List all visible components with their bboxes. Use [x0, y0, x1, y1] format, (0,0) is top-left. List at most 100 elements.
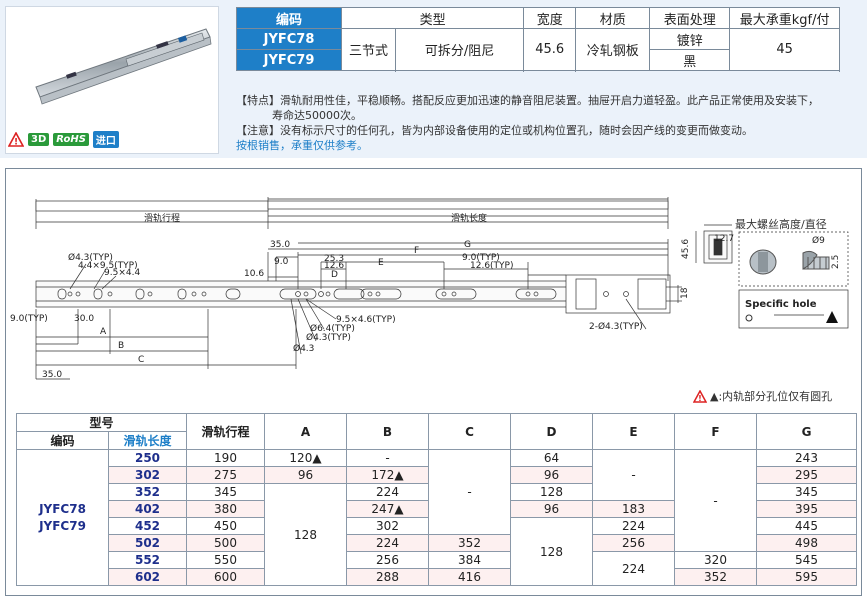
code-jyfc79: JYFC79	[39, 518, 86, 533]
triangle-icon	[826, 311, 838, 323]
cell-C-dash: -	[428, 449, 511, 535]
dim-9-0-typ-l: 9.0(TYP)	[10, 314, 48, 324]
row-travel: 380	[186, 500, 265, 518]
row-G: 395	[756, 500, 857, 518]
dim-12-6: 12.6	[324, 261, 344, 271]
circle-icon	[745, 314, 753, 322]
hole-4-3-typ-b: Ø4.3(TYP)	[306, 332, 351, 343]
spec-width: 45.6	[523, 28, 577, 71]
dim-45-6: 45.6	[681, 239, 691, 259]
row-F: 320	[674, 551, 757, 569]
row-E: 256	[592, 534, 675, 552]
spec-load: 45	[729, 28, 840, 71]
spec-finish-zinc: 镀锌	[649, 28, 731, 50]
row-D: 64	[510, 449, 593, 467]
th-F: F	[674, 413, 757, 450]
row-B: -	[346, 449, 429, 467]
row-B: 224	[346, 483, 429, 501]
row-G: 295	[756, 466, 857, 484]
dim-D: D	[331, 270, 338, 280]
dim-E: E	[378, 258, 384, 268]
row-len: 250	[108, 449, 187, 467]
row-len: 452	[108, 517, 187, 535]
row-len: 502	[108, 534, 187, 552]
dim-12-7: 12.7	[714, 234, 734, 244]
row-B: 172▲	[346, 466, 429, 484]
hole-2-4-3: 2-Ø4.3(TYP)	[589, 321, 643, 332]
dim-9-0-typ-r: 9.0(TYP)	[462, 253, 500, 263]
spec-code-2: JYFC79	[236, 49, 342, 71]
dim-25-3: 25.3	[324, 254, 344, 264]
th-travel: 滑轨行程	[186, 413, 265, 450]
row-len: 302	[108, 466, 187, 484]
row-C: 416	[428, 568, 511, 586]
row-G: 243	[756, 449, 857, 467]
dim-12-6-typ-r: 12.6(TYP)	[470, 261, 513, 271]
th-B: B	[346, 413, 429, 450]
row-G: 445	[756, 517, 857, 535]
warning-icon-2: !	[693, 389, 707, 403]
row-B: 247▲	[346, 500, 429, 518]
dim-2-5: 2.5	[831, 255, 841, 269]
row-travel: 190	[186, 449, 265, 467]
svg-text:!: !	[14, 138, 18, 148]
warning-text: ▲:内轨部分孔位仅有圆孔	[710, 390, 833, 403]
badge-3d: 3D	[28, 133, 50, 146]
hole-9-5x4-4: 9.5×4.4	[104, 268, 140, 278]
hole-4-3-typ: Ø4.3(TYP)	[68, 252, 113, 263]
note-caution: 【注意】没有标示尺寸的任何孔，皆为内部设备使用的定位或机构位置孔，随时会因产线的…	[236, 124, 753, 137]
row-D: 128	[510, 483, 593, 501]
row-G: 545	[756, 551, 857, 569]
row-D: 96	[510, 466, 593, 484]
hole-9-5x4-6: 9.5×4.6(TYP)	[336, 315, 396, 325]
cell-E-dash: -	[592, 449, 675, 501]
hole-6-4: Ø6.4(TYP)	[310, 323, 355, 334]
code-jyfc78: JYFC78	[39, 501, 86, 516]
badge-import: 进口	[92, 131, 119, 148]
warning-note: ! ▲:内轨部分孔位仅有圆孔	[693, 388, 832, 404]
label-length: 滑轨长度	[451, 212, 487, 224]
product-photo	[5, 6, 219, 154]
row-B: 288	[346, 568, 429, 586]
row-travel: 275	[186, 466, 265, 484]
spec-header-type: 类型	[340, 7, 525, 29]
technical-drawing: 滑轨行程 滑轨长度 12.7 45.6 Ø9 2.5 35.0 9.0 25.3…	[10, 197, 849, 380]
th-G: G	[756, 413, 857, 450]
spec-table: 编码 类型 宽度 材质 表面处理 最大承重kgf/付 JYFC78 三节式 可拆…	[236, 7, 840, 71]
notes: 【特点】滑轨耐用性佳，平稳顺畅。搭配反应更加迅速的静音阻尼装置。抽屉开启力道轻盈…	[236, 93, 856, 153]
row-B: 302	[346, 517, 429, 535]
hole-4-3: Ø4.3	[293, 343, 314, 354]
row-len: 602	[108, 568, 187, 586]
th-code: 编码	[16, 431, 109, 450]
dim-35-0: 35.0	[270, 240, 290, 250]
th-A: A	[264, 413, 347, 450]
dim-F: F	[414, 246, 419, 256]
row-B: 256	[346, 551, 429, 569]
row-A: 120▲	[264, 449, 347, 467]
note-sale: 按根销售，承重仅供参考。	[236, 139, 368, 152]
row-G: 498	[756, 534, 857, 552]
specific-hole-label: Specific hole	[745, 299, 817, 310]
row-travel: 450	[186, 517, 265, 535]
dim-10-6: 10.6	[244, 269, 264, 279]
row-travel: 550	[186, 551, 265, 569]
spec-header-material: 材质	[575, 7, 651, 29]
spec-header-code: 编码	[236, 7, 342, 29]
dim-C: C	[138, 355, 144, 365]
row-A: 96	[264, 466, 347, 484]
th-length: 滑轨长度	[108, 431, 187, 450]
label-travel: 滑轨行程	[144, 212, 180, 224]
th-E: E	[592, 413, 675, 450]
th-D: D	[510, 413, 593, 450]
spec-type: 可拆分/阻尼	[394, 28, 525, 71]
row-travel: 345	[186, 483, 265, 501]
dim-A: A	[100, 327, 107, 337]
dim-9-0: 9.0	[274, 257, 289, 267]
spec-code-1: JYFC78	[236, 28, 342, 50]
cell-F-dash: -	[674, 449, 757, 552]
dim-B: B	[118, 341, 124, 351]
dim-d9: Ø9	[812, 235, 825, 246]
spec-header-load: 最大承重kgf/付	[729, 7, 840, 29]
